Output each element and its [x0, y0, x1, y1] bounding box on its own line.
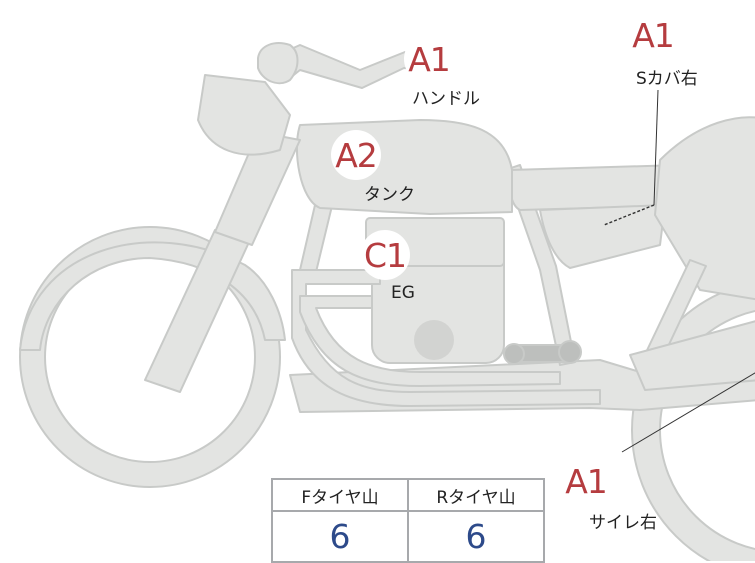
label-side-cover-right: Sカバ右: [636, 69, 698, 89]
label-handle: ハンドル: [412, 89, 480, 109]
exhaust-pipe: [291, 269, 601, 407]
front-fender: [19, 241, 286, 351]
leader-line-side-cover: [653, 89, 659, 206]
leader-line-side-cover-dash: [603, 204, 655, 226]
exhaust-pipe-2: [299, 295, 561, 387]
value-rear-tire: 6: [407, 510, 545, 563]
label-muffler-right: サイレ右: [589, 513, 657, 533]
side-cover: [539, 204, 666, 269]
grade-badge-tank: A2: [331, 130, 381, 180]
grade-badge-engine: C1: [360, 230, 410, 280]
fork-upper: [214, 131, 301, 246]
grade-badge-handle: A1: [404, 34, 454, 84]
tire-tread-table: Fタイヤ山 Rタイヤ山 6 6: [271, 478, 545, 563]
leader-line-muffler: [621, 372, 755, 453]
header-front-tire: Fタイヤ山: [271, 478, 409, 512]
header-rear-tire: Rタイヤ山: [407, 478, 545, 512]
label-tank: タンク: [364, 185, 415, 205]
engine-cover: [414, 320, 454, 360]
value-front-tire: 6: [271, 510, 409, 563]
grade-badge-muffler-right: A1: [561, 456, 611, 506]
label-engine: EG: [391, 283, 415, 303]
rear-body: [654, 116, 755, 301]
grade-badge-side-cover-right: A1: [628, 10, 678, 60]
headlight: [197, 74, 291, 156]
